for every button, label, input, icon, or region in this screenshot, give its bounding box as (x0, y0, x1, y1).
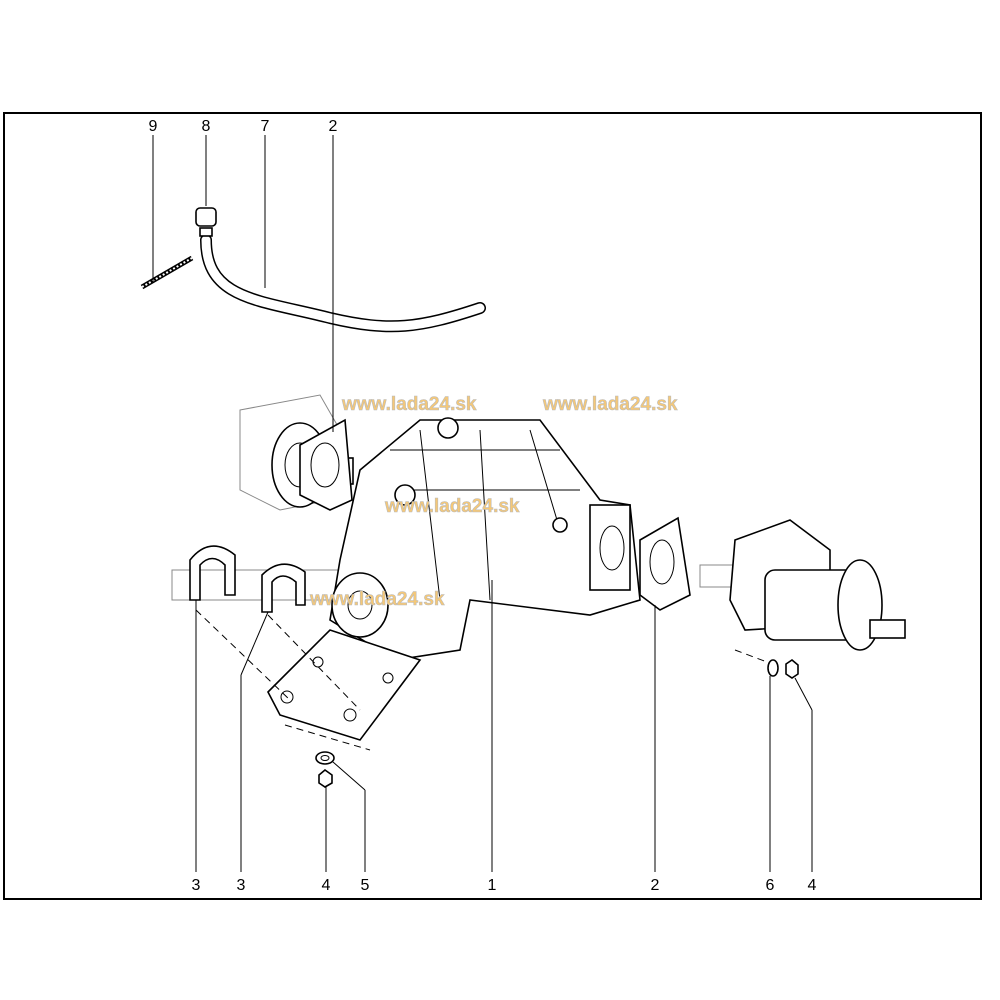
callout-9: 9 (149, 118, 158, 135)
clamp-right (261, 563, 306, 613)
callout-5: 5 (361, 877, 370, 894)
washer-6 (767, 659, 779, 677)
callout-7: 7 (261, 118, 270, 135)
diagram-frame (3, 112, 982, 900)
leader-lines (152, 135, 813, 872)
watermark: www.lada24.sk (384, 496, 520, 517)
callout-4: 4 (808, 877, 817, 894)
nut-4-left (318, 768, 333, 788)
right-drive-shaft (699, 519, 906, 651)
nut-4-right (785, 659, 799, 679)
callout-2: 2 (329, 118, 338, 135)
watermark: www.lada24.sk (542, 394, 678, 415)
assembly-line (195, 609, 776, 751)
clamp-left (189, 545, 236, 601)
callout-8: 8 (202, 118, 211, 135)
callout-3: 3 (192, 877, 201, 894)
callout-2: 2 (651, 877, 660, 894)
cable-tie (140, 255, 194, 290)
callout-6: 6 (766, 877, 775, 894)
gasket-left (299, 418, 353, 511)
gasket-right (639, 516, 691, 611)
differential-housing (329, 417, 641, 661)
callout-4: 4 (322, 877, 331, 894)
callout-1: 1 (488, 877, 497, 894)
breather-hose (200, 234, 486, 333)
watermark: www.lada24.sk (341, 394, 477, 415)
washer-5 (315, 751, 335, 765)
watermark: www.lada24.sk (309, 589, 445, 610)
callout-3: 3 (237, 877, 246, 894)
breather-cap (195, 207, 217, 237)
